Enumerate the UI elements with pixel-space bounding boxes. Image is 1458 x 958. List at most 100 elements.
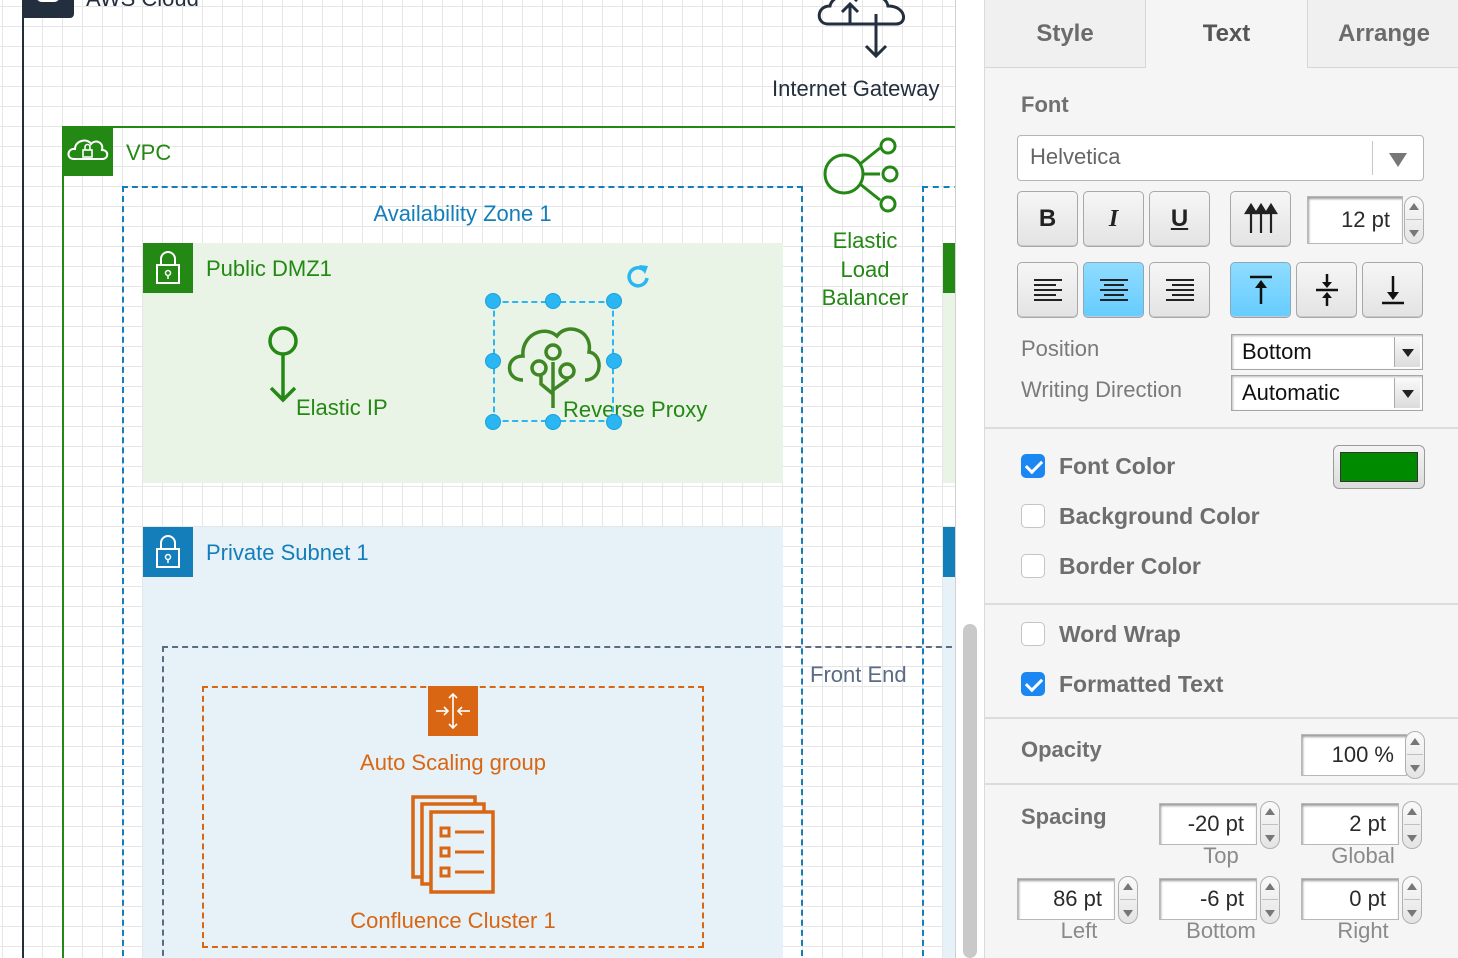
spacing-global-stepper[interactable] xyxy=(1402,801,1422,849)
divider xyxy=(985,717,1458,719)
spacing-left-stepper[interactable] xyxy=(1118,876,1138,924)
spacing-top-input[interactable]: -20 pt xyxy=(1159,803,1257,845)
spacing-bottom-label: Bottom xyxy=(1186,918,1256,943)
spacing-left-input[interactable]: 86 pt xyxy=(1017,878,1115,920)
public-subnet-lock-icon xyxy=(143,243,193,293)
rotate-handle-icon[interactable] xyxy=(624,262,652,290)
elb-label-line1: Elastic xyxy=(832,228,898,253)
opacity-label: Opacity xyxy=(1021,737,1102,762)
tab-style[interactable]: Style xyxy=(985,0,1146,68)
underline-button-label: U xyxy=(1170,205,1189,232)
internet-gateway-icon[interactable] xyxy=(812,0,912,64)
spacing-top-label: Top xyxy=(1203,843,1239,868)
elastic-ip-icon[interactable] xyxy=(264,324,304,404)
availability-zone-1-label: Availability Zone 1 xyxy=(373,201,552,226)
font-size-input[interactable]: 12 pt xyxy=(1307,196,1403,244)
align-right-button[interactable] xyxy=(1149,262,1210,318)
vpc-group[interactable] xyxy=(62,126,955,958)
spacing-bottom-stepper[interactable] xyxy=(1260,876,1280,924)
resize-handle-w[interactable] xyxy=(485,353,501,369)
bold-button[interactable]: B xyxy=(1017,191,1078,247)
resize-handle-nw[interactable] xyxy=(485,293,501,309)
private-subnet-lock-icon xyxy=(143,527,193,577)
opacity-input[interactable]: 100 % xyxy=(1301,734,1407,776)
font-color-label: Font Color xyxy=(1059,453,1176,479)
underline-button[interactable]: U xyxy=(1149,191,1210,247)
word-wrap-label: Word Wrap xyxy=(1059,621,1181,647)
aws-cloud-group-border[interactable] xyxy=(22,0,24,958)
align-bottom-icon xyxy=(1381,276,1404,305)
private-subnet-2-icon-partial xyxy=(943,527,955,577)
divider xyxy=(985,603,1458,605)
align-center-button[interactable] xyxy=(1083,262,1144,318)
font-family-value: Helvetica xyxy=(1030,144,1121,169)
resize-handle-s[interactable] xyxy=(545,414,561,430)
public-subnet-group[interactable] xyxy=(143,243,783,483)
vertical-text-icon xyxy=(1243,202,1278,233)
confluence-cluster-label: Confluence Cluster 1 xyxy=(350,908,556,933)
divider xyxy=(985,427,1458,429)
position-select[interactable]: Bottom xyxy=(1231,334,1423,370)
word-wrap-checkbox[interactable] xyxy=(1021,622,1045,646)
resize-handle-e[interactable] xyxy=(606,353,622,369)
font-color-swatch-button[interactable] xyxy=(1333,445,1425,489)
font-size-stepper[interactable] xyxy=(1404,196,1424,244)
resize-handle-ne[interactable] xyxy=(606,293,622,309)
align-middle-button[interactable] xyxy=(1296,262,1357,318)
writing-direction-dropdown-arrow-icon xyxy=(1394,378,1420,408)
availability-zone-1[interactable] xyxy=(122,186,803,958)
spacing-bottom-input[interactable]: -6 pt xyxy=(1159,878,1257,920)
position-value: Bottom xyxy=(1242,339,1312,364)
font-family-select[interactable]: Helvetica xyxy=(1017,135,1424,181)
private-subnet-2-partial[interactable] xyxy=(943,527,955,958)
front-end-group[interactable] xyxy=(162,646,955,958)
tab-arrange[interactable]: Arrange xyxy=(1308,0,1458,68)
spacing-label: Spacing xyxy=(1021,804,1107,829)
spacing-right-stepper[interactable] xyxy=(1402,876,1422,924)
resize-handle-n[interactable] xyxy=(545,293,561,309)
align-left-button[interactable] xyxy=(1017,262,1078,318)
align-top-button[interactable] xyxy=(1230,262,1291,318)
confluence-cluster-icon[interactable] xyxy=(410,794,496,896)
reverse-proxy-label: Reverse Proxy xyxy=(563,397,708,422)
align-bottom-button[interactable] xyxy=(1362,262,1423,318)
availability-zone-2[interactable] xyxy=(922,186,955,958)
elastic-load-balancer-icon[interactable] xyxy=(822,136,906,216)
elastic-ip-label: Elastic IP xyxy=(296,395,388,420)
resize-handle-sw[interactable] xyxy=(485,414,501,430)
vpc-label: VPC xyxy=(126,140,172,165)
background-color-checkbox[interactable] xyxy=(1021,504,1045,528)
font-section-title: Font xyxy=(1021,92,1069,117)
auto-scaling-icon xyxy=(428,686,478,736)
chevron-down-icon xyxy=(1389,153,1407,167)
reverse-proxy-icon[interactable] xyxy=(503,316,603,408)
spacing-global-label: Global xyxy=(1331,843,1395,868)
tab-text[interactable]: Text xyxy=(1146,0,1308,68)
public-subnet-2-icon-partial xyxy=(943,243,955,293)
diagram-canvas[interactable]: AWS Cloud Internet Gateway VPC Availabil… xyxy=(0,0,955,958)
aws-cloud-icon xyxy=(24,0,74,18)
writing-direction-label: Writing Direction xyxy=(1021,377,1182,402)
writing-direction-select[interactable]: Automatic xyxy=(1231,375,1423,411)
spacing-global-input[interactable]: 2 pt xyxy=(1301,803,1399,845)
public-subnet-label: Public DMZ1 xyxy=(206,256,332,281)
italic-button[interactable]: I xyxy=(1083,191,1144,247)
panel-scrollbar-thumb[interactable] xyxy=(963,624,977,958)
border-color-checkbox[interactable] xyxy=(1021,554,1045,578)
format-panel-body: Style Text Arrange Font Helvetica B I U xyxy=(984,0,1458,958)
vertical-text-button[interactable] xyxy=(1230,191,1291,247)
font-color-checkbox[interactable] xyxy=(1021,454,1045,478)
spacing-right-input[interactable]: 0 pt xyxy=(1301,878,1399,920)
spacing-top-stepper[interactable] xyxy=(1260,801,1280,849)
aws-cloud-label: AWS Cloud xyxy=(86,0,199,12)
formatted-text-checkbox[interactable] xyxy=(1021,672,1045,696)
format-panel: Style Text Arrange Font Helvetica B I U xyxy=(955,0,1458,958)
bold-button-label: B xyxy=(1038,205,1057,232)
writing-direction-value: Automatic xyxy=(1242,380,1340,405)
opacity-stepper[interactable] xyxy=(1405,731,1425,779)
public-subnet-2-partial[interactable] xyxy=(943,243,955,483)
resize-handle-se[interactable] xyxy=(606,414,622,430)
panel-scrollbar-track[interactable] xyxy=(956,0,984,958)
font-color-swatch xyxy=(1340,452,1418,482)
align-center-icon xyxy=(1099,279,1128,301)
